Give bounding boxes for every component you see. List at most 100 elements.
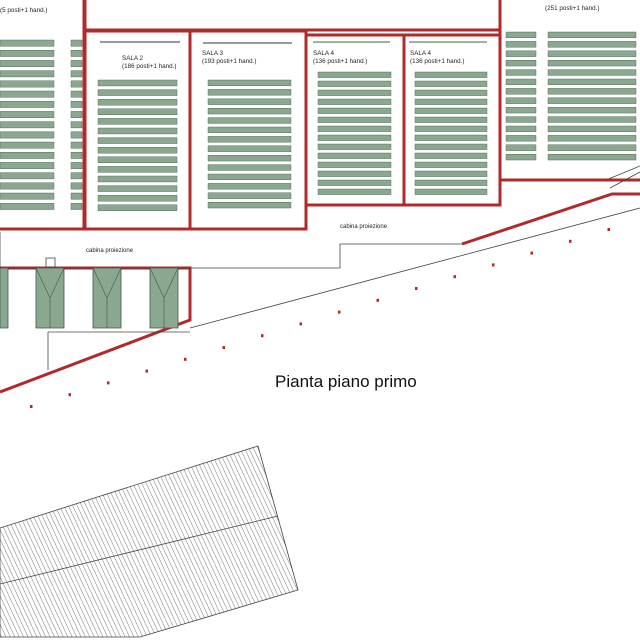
sala-6-side-seats-row-11 bbox=[505, 125, 537, 133]
sala-1-side-seats-row-3 bbox=[70, 60, 83, 67]
sala-4a-name: SALA 4 bbox=[313, 50, 335, 57]
sala-4b-seats-row-7 bbox=[414, 125, 488, 132]
sala-6-side-seats-row-9 bbox=[505, 106, 537, 114]
sala-4a-seats-row-12 bbox=[317, 170, 392, 177]
column-dot-15 bbox=[569, 239, 572, 243]
sala-1-seats-row-9 bbox=[0, 121, 55, 129]
sala-1-side-seats-row-8 bbox=[70, 111, 83, 118]
sala-3-seats-row-14 bbox=[207, 201, 292, 209]
sala-2-seats-row-12 bbox=[97, 185, 178, 192]
sala-1-seats-row-5 bbox=[0, 80, 55, 88]
door-mark bbox=[45, 257, 56, 268]
sala-1-seats-row-7 bbox=[0, 100, 55, 108]
column-dot-3 bbox=[107, 381, 110, 385]
column-dot-11 bbox=[415, 287, 418, 290]
sala-3-seats-row-7 bbox=[207, 136, 292, 143]
sala-6-seats-row-9 bbox=[547, 106, 637, 114]
column-dot-9 bbox=[338, 310, 341, 314]
column-dot-12 bbox=[453, 275, 456, 279]
sala-6-side-seats-row-5 bbox=[505, 69, 537, 76]
sala-4b-name: SALA 4 bbox=[410, 50, 432, 57]
floor-title: Pianta piano primo bbox=[275, 372, 417, 391]
sala-4a-seats-row-6 bbox=[317, 116, 392, 123]
sala-6-side-seats-row-1 bbox=[505, 31, 537, 39]
sala-2-seats-row-3 bbox=[97, 98, 178, 106]
foyer-outline bbox=[0, 232, 462, 269]
column-dot-16 bbox=[607, 228, 610, 231]
sala-4b-seats-row-4 bbox=[414, 98, 488, 105]
sala-2-seats-row-9 bbox=[97, 156, 178, 163]
sala-1-seats-row-13 bbox=[0, 162, 55, 169]
sala-6-side-seats-row-12 bbox=[505, 135, 537, 142]
sala-4a-capacity: (136 posti+1 hand.) bbox=[313, 58, 367, 65]
sala-1-seats-row-16 bbox=[0, 192, 55, 200]
sala-4b-seats-row-1 bbox=[414, 71, 488, 78]
sala-4b-seats-row-3 bbox=[414, 89, 488, 96]
sala-2-seats-row-2 bbox=[97, 89, 178, 96]
sala-4b-seats-row-11 bbox=[414, 161, 488, 168]
sala-3-seats-row-9 bbox=[207, 154, 292, 162]
sala-1-side-seats-row-5 bbox=[70, 80, 83, 88]
sala-2-seats-row-8 bbox=[97, 146, 178, 154]
sala-1-side-seats-row-1 bbox=[70, 39, 83, 47]
column-dot-5 bbox=[184, 357, 187, 361]
sala-1-side-seats-row-15 bbox=[70, 182, 83, 190]
sala-2-seats-row-4 bbox=[97, 108, 178, 115]
column-dot-6 bbox=[222, 346, 225, 349]
sala-2-seats-row-7 bbox=[97, 137, 178, 144]
sala-3-seats-row-3 bbox=[207, 98, 292, 105]
sala-6-capacity: (251 posti+1 hand.) bbox=[545, 5, 599, 12]
sala-3-name: SALA 3 bbox=[202, 50, 224, 57]
sala-1-seats-row-8 bbox=[0, 111, 55, 118]
sala-2-seats-row-5 bbox=[97, 118, 178, 125]
column-dot-4 bbox=[145, 369, 148, 373]
sala-3-seats-row-11 bbox=[207, 173, 292, 181]
sala-1-side-seats-row-4 bbox=[70, 70, 83, 78]
column-dot-8 bbox=[299, 322, 302, 326]
sala-1-seats-row-12 bbox=[0, 151, 55, 159]
sala-1-side-seats-row-14 bbox=[70, 172, 83, 180]
sala-6-side-seats-row-6 bbox=[505, 78, 537, 86]
sala-1-seats-row-17 bbox=[0, 202, 55, 210]
sala-4a-seats-row-14 bbox=[317, 188, 392, 195]
sala-6-seats-row-6 bbox=[547, 78, 637, 86]
sala-1-side-seats-row-11 bbox=[70, 141, 83, 149]
sala-3-capacity: (193 posti+1 hand.) bbox=[202, 58, 256, 65]
column-dot-2 bbox=[68, 393, 71, 397]
sala-6-seats-row-14 bbox=[547, 153, 637, 161]
kiosk-1 bbox=[0, 267, 9, 329]
sala-4a-seats-row-9 bbox=[317, 143, 392, 150]
ramp-line bbox=[189, 207, 640, 329]
sala-1-side-seats-row-12 bbox=[70, 151, 83, 159]
sala-6-seats-row-2 bbox=[547, 41, 637, 48]
sala-6-side-seats-row-4 bbox=[505, 60, 537, 67]
sala-4b-seats-row-10 bbox=[414, 152, 488, 159]
sala-1-side-seats-row-17 bbox=[70, 202, 83, 210]
column-dots bbox=[30, 228, 610, 408]
sala-1-seats-row-4 bbox=[0, 70, 55, 78]
wall-sala-6 bbox=[498, 0, 640, 182]
sala-1-seats-row-1 bbox=[0, 39, 55, 47]
projection-room-2: cabina proiezione bbox=[340, 224, 388, 230]
sala-1-seats-row-10 bbox=[0, 131, 55, 139]
sala-6-side-seats-row-14 bbox=[505, 153, 537, 161]
sala-1-side-seats-row-13 bbox=[70, 162, 83, 169]
sala-1-seats-row-11 bbox=[0, 141, 55, 149]
column-dot-13 bbox=[492, 263, 495, 267]
sala-2-seats-row-14 bbox=[97, 204, 178, 211]
sala-6-seats-row-5 bbox=[547, 69, 637, 76]
sala-1-seats-row-3 bbox=[0, 60, 55, 67]
sala-4a-seats-row-4 bbox=[317, 98, 392, 105]
column-dot-14 bbox=[530, 251, 533, 255]
sala-6-side-seats-row-3 bbox=[505, 50, 537, 57]
sala-6-seats-row-13 bbox=[547, 144, 637, 151]
column-dot-1 bbox=[30, 405, 33, 408]
column-dot-10 bbox=[376, 298, 379, 302]
sala-1-seats-row-15 bbox=[0, 182, 55, 190]
sala-1-seats-row-2 bbox=[0, 50, 55, 57]
sala-2-seats-row-1 bbox=[97, 79, 178, 87]
sala-4b-capacity: (136 posti+1 hand.) bbox=[410, 58, 464, 65]
sala-4b-seats-row-6 bbox=[414, 116, 488, 123]
foyer-lines bbox=[0, 165, 640, 370]
